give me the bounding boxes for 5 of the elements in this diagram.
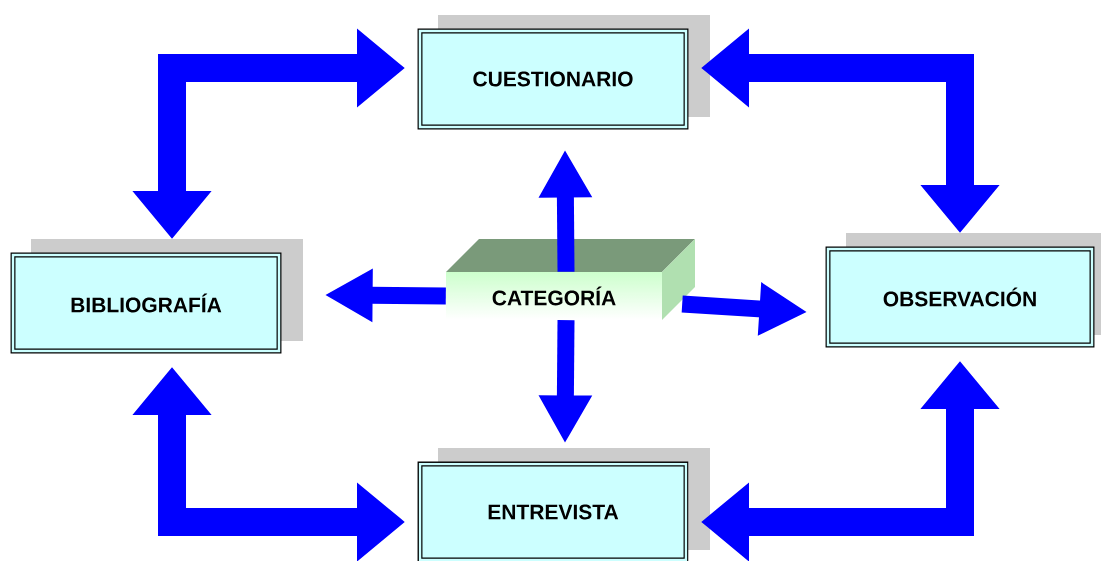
process-box: BIBLIOGRAFÍA <box>10 239 303 354</box>
process-box: CUESTIONARIO <box>417 15 710 130</box>
process-box: ENTREVISTA <box>417 448 710 561</box>
process-box: OBSERVACIÓN <box>825 233 1101 348</box>
block-box: CATEGORÍA <box>446 239 695 320</box>
